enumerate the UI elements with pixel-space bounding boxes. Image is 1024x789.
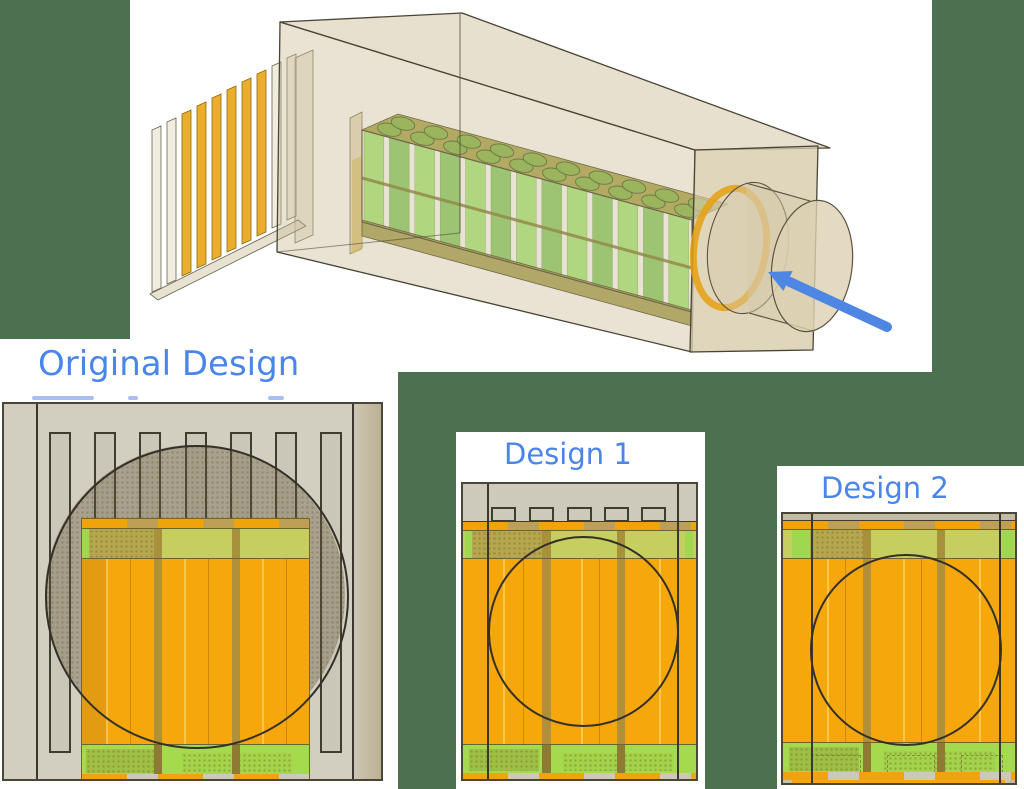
cell-top-opening [555, 161, 581, 176]
interior-floor-edge [276, 232, 461, 253]
heatsink-fin-orange [226, 85, 237, 253]
design1-title: Design 1 [504, 437, 632, 471]
top-bar [783, 514, 1015, 521]
heatsink-fin-orange [181, 109, 192, 277]
heatsink-fin-clear [151, 125, 162, 293]
cell-top-opening [654, 188, 680, 203]
fan-circle-outline [810, 554, 1002, 746]
vent-footprint [961, 755, 1003, 773]
lower-holder-band [463, 744, 696, 773]
fan-circle-outline [45, 445, 349, 749]
enclosure-top-face [279, 12, 831, 151]
heatsink-fin-clear [286, 53, 297, 221]
fan-circle-outline [488, 536, 679, 727]
upper-cooling-band [783, 529, 1015, 559]
original-design-front-view [2, 402, 383, 781]
duct-top-edge [745, 182, 811, 202]
left-wall-line [36, 404, 38, 779]
airflow-arrow-head [768, 271, 793, 291]
heatsink-fin-orange [196, 101, 207, 269]
pack-bottom-strip [463, 773, 696, 779]
vent-footprint [887, 755, 935, 773]
pack-top-strip [783, 521, 1015, 529]
module-back-plate-shade [352, 156, 362, 254]
pack-bottom-strip [783, 772, 1015, 780]
battery-enclosure-3d-drawing [149, 12, 892, 353]
vent-footprint [811, 755, 861, 773]
design2-title: Design 2 [821, 471, 949, 505]
original-design-title: Original Design [38, 344, 300, 384]
cell-top-opening [456, 134, 482, 149]
design1-front-view [461, 482, 698, 781]
lower-holder-band [783, 742, 1015, 773]
heatsink-fin-orange [256, 69, 267, 237]
pack-top-strip [463, 522, 696, 530]
isometric-view-panel [130, 0, 932, 372]
cell-top-opening [423, 125, 449, 140]
heatsink-fin-orange [211, 93, 222, 261]
duct-notch [491, 507, 516, 522]
heatsink-fin-orange [241, 77, 252, 245]
fin-base-bar [149, 219, 307, 301]
duct-notch [529, 507, 554, 522]
cell-top-opening [522, 152, 548, 167]
cropped-text-remnant [128, 396, 138, 400]
pack-bottom-strip [82, 774, 309, 779]
airflow-arrow-shaft [785, 277, 892, 332]
duct-notch [567, 507, 592, 522]
right-edge-shade [352, 404, 381, 779]
cell-top-opening [390, 116, 416, 131]
heatsink-fin-clear [166, 117, 177, 285]
design2-front-view [781, 512, 1017, 785]
cropped-text-remnant [32, 396, 94, 400]
cell-top-opening [621, 179, 647, 194]
right-wall-line [352, 404, 354, 779]
cropped-text-remnant [268, 396, 284, 400]
duct-notch [641, 507, 666, 522]
cell-top-opening [489, 143, 515, 158]
duct-notch [604, 507, 629, 522]
cell-top-opening [588, 170, 614, 185]
module-mid-plate [361, 176, 693, 270]
